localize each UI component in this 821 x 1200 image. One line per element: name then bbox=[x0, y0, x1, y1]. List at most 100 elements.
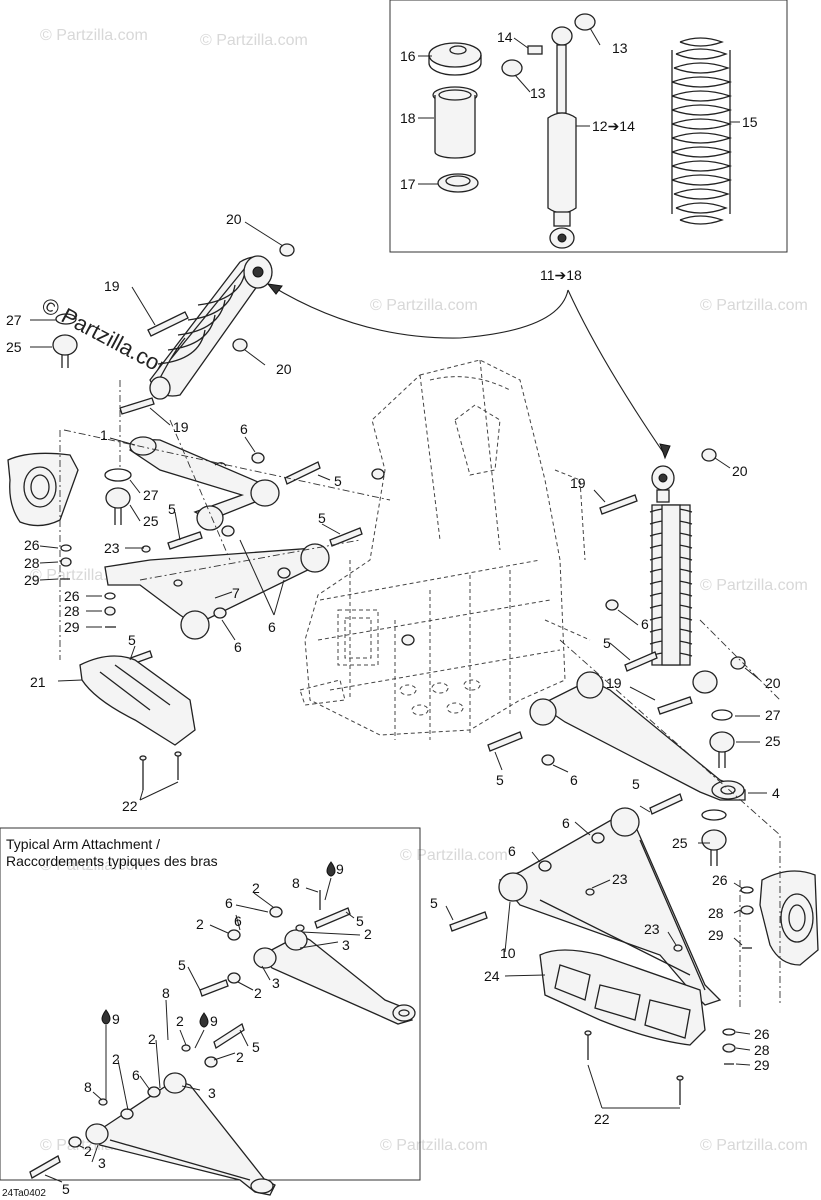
spring-15 bbox=[671, 37, 733, 225]
callout-5: 5 bbox=[603, 635, 611, 651]
callout-2: 2 bbox=[364, 926, 372, 942]
callout-22: 22 bbox=[594, 1111, 610, 1127]
inset-lower-arm bbox=[29, 1023, 276, 1196]
callout-20: 20 bbox=[732, 463, 748, 479]
watermark-text: © Partzilla.com bbox=[400, 847, 508, 864]
callout-8: 8 bbox=[292, 875, 300, 891]
callout-14: 14 bbox=[497, 29, 513, 45]
watermark-text: © Partzilla.com bbox=[370, 297, 478, 314]
reference-code: 24Ta0402 bbox=[2, 1188, 46, 1199]
callout-25: 25 bbox=[143, 513, 159, 529]
callout-29: 29 bbox=[754, 1057, 770, 1073]
callout-26: 26 bbox=[24, 537, 40, 553]
callout-20: 20 bbox=[276, 361, 292, 377]
callout-27: 27 bbox=[6, 312, 22, 328]
left-ball-joint-25 bbox=[104, 468, 132, 525]
watermark-text: © Partzilla.com bbox=[40, 857, 148, 874]
callout-24: 24 bbox=[484, 968, 500, 984]
callout-21: 21 bbox=[30, 674, 46, 690]
callout-3: 3 bbox=[98, 1155, 106, 1171]
callout-25: 25 bbox=[6, 339, 22, 355]
typical-arm-attachment-box bbox=[0, 827, 421, 1181]
callout-20: 20 bbox=[226, 211, 242, 227]
callout-19: 19 bbox=[104, 278, 120, 294]
callout-29: 29 bbox=[64, 619, 80, 635]
shock-absorber-12 bbox=[547, 26, 577, 249]
left-knuckle bbox=[7, 452, 79, 527]
callout-6: 6 bbox=[240, 421, 248, 437]
right-lower-leaders bbox=[445, 805, 751, 1109]
callout-9: 9 bbox=[210, 1013, 218, 1029]
callout-27: 27 bbox=[143, 487, 159, 503]
callout-28: 28 bbox=[24, 555, 40, 571]
callout-5: 5 bbox=[128, 632, 136, 648]
callout-3: 3 bbox=[342, 937, 350, 953]
callout-9: 9 bbox=[336, 861, 344, 877]
callout-23: 23 bbox=[104, 540, 120, 556]
drop-icon bbox=[101, 861, 336, 1028]
arrowhead bbox=[266, 283, 283, 295]
right-lower-arm-10 bbox=[449, 793, 727, 1006]
spring-retainer-16 bbox=[428, 42, 482, 76]
callout-5: 5 bbox=[62, 1181, 70, 1197]
ring-17 bbox=[437, 173, 479, 193]
left-shock-leaders bbox=[30, 221, 284, 426]
callout-2: 2 bbox=[196, 916, 204, 932]
right-hardware-26-29 bbox=[722, 886, 754, 1065]
right-upper-arm-4 bbox=[487, 599, 746, 801]
callout-7: 7 bbox=[232, 585, 240, 601]
callout-28: 28 bbox=[64, 603, 80, 619]
callout-6: 6 bbox=[508, 843, 516, 859]
callout-25: 25 bbox=[672, 835, 688, 851]
callout-8: 8 bbox=[162, 985, 170, 1001]
vehicle-frame bbox=[299, 359, 591, 740]
inset-leaders bbox=[44, 877, 361, 1183]
callout-2: 2 bbox=[252, 880, 260, 896]
callout-9: 9 bbox=[112, 1011, 120, 1027]
left-upper-arm-1 bbox=[129, 436, 321, 550]
callout-1: 1 bbox=[100, 427, 108, 443]
callout-5: 5 bbox=[632, 776, 640, 792]
callout-15: 15 bbox=[742, 114, 758, 130]
callout-5: 5 bbox=[356, 913, 364, 929]
callout-6: 6 bbox=[234, 913, 242, 929]
callout-6: 6 bbox=[268, 619, 276, 635]
callout-10: 10 bbox=[500, 945, 516, 961]
callout-19: 19 bbox=[173, 419, 189, 435]
callout-5: 5 bbox=[334, 473, 342, 489]
callout-6: 6 bbox=[570, 772, 578, 788]
right-upper-leaders bbox=[494, 609, 767, 794]
callout-19: 19 bbox=[606, 675, 622, 691]
callout-20: 20 bbox=[765, 675, 781, 691]
watermark-text: © Partzilla.com bbox=[40, 27, 148, 44]
right-shock-assembly bbox=[599, 448, 746, 715]
callout-16: 16 bbox=[400, 48, 416, 64]
sleeve-18 bbox=[432, 86, 478, 159]
callout-2: 2 bbox=[112, 1051, 120, 1067]
callout-4: 4 bbox=[772, 785, 780, 801]
shock-kit-box bbox=[389, 0, 788, 253]
callout-23: 23 bbox=[644, 921, 660, 937]
callout-19: 19 bbox=[570, 475, 586, 491]
callout-5: 5 bbox=[168, 501, 176, 517]
callout-28: 28 bbox=[754, 1042, 770, 1058]
callout-5: 5 bbox=[430, 895, 438, 911]
callout-2: 2 bbox=[254, 985, 262, 1001]
right-shock-leaders bbox=[593, 457, 761, 701]
callout-13: 13 bbox=[612, 40, 628, 56]
right-knuckle bbox=[759, 870, 819, 966]
callout-29: 29 bbox=[708, 927, 724, 943]
kit-leaders bbox=[418, 27, 740, 185]
callout-3: 3 bbox=[208, 1085, 216, 1101]
arrowhead bbox=[659, 443, 671, 460]
watermark-text: © Partzilla.com bbox=[380, 1137, 488, 1154]
callout-6: 6 bbox=[234, 639, 242, 655]
callout-25: 25 bbox=[765, 733, 781, 749]
callout-26: 26 bbox=[712, 872, 728, 888]
right-dash-lines bbox=[559, 619, 781, 1010]
callout-5: 5 bbox=[178, 957, 186, 973]
callout-26: 26 bbox=[754, 1026, 770, 1042]
callout-22: 22 bbox=[122, 798, 138, 814]
callout-5: 5 bbox=[252, 1039, 260, 1055]
arrow-to-left-shock bbox=[269, 284, 569, 339]
